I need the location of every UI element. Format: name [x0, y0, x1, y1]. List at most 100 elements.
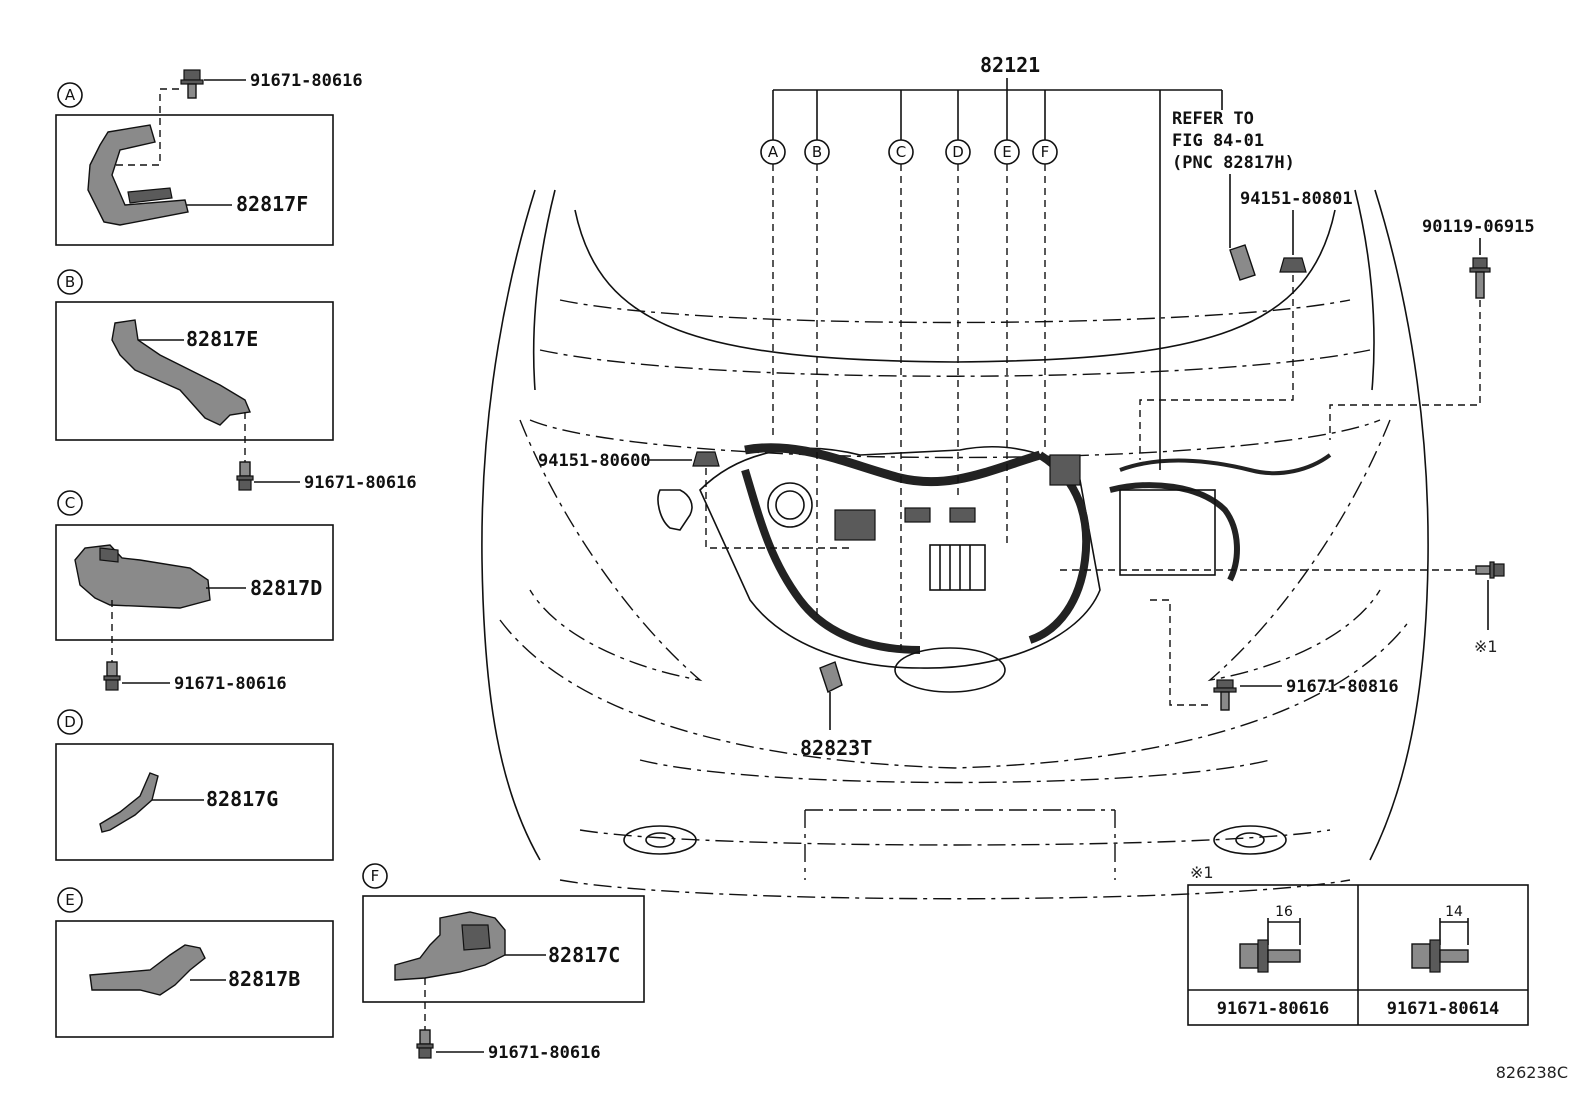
- bolt-lower-label: 91671-80816: [1286, 677, 1399, 697]
- right-headlamp: [1207, 419, 1391, 682]
- bolt-label-f: 91671-80616: [488, 1043, 601, 1063]
- part-label-82817e: 82817E: [186, 327, 258, 351]
- right-fog-lamp-inner: [1235, 832, 1265, 848]
- clip-right-group: 94151-80801: [1139, 189, 1353, 460]
- part-label-82817f: 82817F: [236, 192, 308, 216]
- tree-letter-c: C: [896, 143, 906, 161]
- harness-battery-lead: [1119, 453, 1332, 476]
- oil-filter: [894, 647, 1006, 693]
- harness-main-trunk: [744, 443, 1042, 487]
- harness-left-branch: [741, 468, 921, 654]
- grille-opening: [804, 809, 1116, 880]
- callout-circle-c: [57, 490, 83, 516]
- bolt-label-c: 91671-80616: [174, 674, 287, 694]
- panel-f: F 82817C 91671-80616: [362, 863, 645, 1063]
- callout-circle-a: [57, 82, 83, 108]
- right-fender-line: [1369, 189, 1429, 861]
- refer-note: REFER TO FIG 84-01 (PNC 82817H): [1172, 109, 1295, 248]
- clip-icon: [692, 451, 720, 467]
- callout-circle-b: [57, 269, 83, 295]
- refer-note-line-1: REFER TO: [1172, 109, 1254, 129]
- relay-block: [1049, 454, 1081, 486]
- panel-c: C 82817D 91671-80616: [55, 490, 334, 694]
- note-part-2: 91671-80614: [1387, 999, 1500, 1019]
- panel-e: E 82817B: [55, 887, 334, 1038]
- bolt-label-b: 91671-80616: [304, 473, 417, 493]
- tree-letter-e: E: [1002, 143, 1011, 161]
- dimension-16: 16: [1275, 904, 1293, 920]
- throttle-body: [767, 482, 813, 528]
- callout-circle-e: [57, 887, 83, 913]
- refer-note-line-3: (PNC 82817H): [1172, 153, 1295, 173]
- part-label-82817d: 82817D: [250, 576, 322, 600]
- bracket-82817h-shape: [1229, 244, 1256, 281]
- bumper-upper-line: [499, 619, 1411, 769]
- clip-left-label: 94151-80600: [538, 451, 651, 471]
- bracket-82817d-shape: [74, 544, 211, 609]
- bolt-icon: [1239, 939, 1301, 973]
- refer-note-line-2: FIG 84-01: [1172, 131, 1264, 151]
- alternator-pulley: [929, 544, 986, 591]
- callout-letter-c: C: [65, 494, 75, 512]
- bracket-82817f-detail: [127, 187, 173, 204]
- part-label-82817c: 82817C: [548, 943, 620, 967]
- clip-icon: [1279, 257, 1307, 273]
- panel-b-box: [55, 301, 334, 441]
- hood-rear-line: [559, 299, 1351, 324]
- throttle-body-inner: [775, 490, 805, 520]
- bolt-right-group: 90119-06915: [1329, 217, 1535, 440]
- main-part-label: 82121: [980, 53, 1040, 77]
- cowl-line: [574, 209, 1336, 363]
- hood-mid-line: [539, 349, 1371, 377]
- bolt-icon: [1475, 561, 1505, 579]
- bolt-icon: [236, 461, 254, 491]
- bolt-icon: [103, 661, 121, 691]
- bolt-lower-group: 91671-80816: [1150, 599, 1399, 711]
- bumper-lower-line: [579, 829, 1331, 846]
- part-label-82817b: 82817B: [228, 967, 300, 991]
- bracket-82817d-detail: [99, 547, 119, 563]
- vehicle-outline: [481, 189, 1429, 900]
- figure-code: 826238C: [1496, 1063, 1568, 1082]
- protector-group: 82823T: [800, 692, 872, 760]
- harness-fuse-lead: [1109, 482, 1240, 582]
- right-fog-lamp: [1213, 825, 1287, 855]
- engine-harness: [657, 244, 1332, 693]
- note-part-1: 91671-80616: [1217, 999, 1330, 1019]
- bracket-82817b-shape: [89, 944, 206, 996]
- bolt-icon: [180, 69, 204, 99]
- connector-small-2: [949, 507, 976, 523]
- bracket-82817g-shape: [99, 772, 159, 833]
- callout-letter-a: A: [65, 86, 76, 104]
- clip-right-label: 94151-80801: [1240, 189, 1353, 209]
- bolt-icon: [416, 1029, 434, 1059]
- connector-block: [834, 509, 876, 541]
- right-inner-pillar: [1354, 189, 1375, 391]
- panel-c-box: [55, 524, 334, 641]
- bracket-82817f-shape: [87, 124, 189, 226]
- tree-letter-d: D: [952, 143, 964, 161]
- bracket-82817c-detail: [461, 924, 491, 951]
- battery-box: [1119, 489, 1216, 576]
- left-fog-lamp-inner: [645, 832, 675, 848]
- bolt-label-a: 91671-80616: [250, 71, 363, 91]
- panel-d-box: [55, 743, 334, 861]
- connector-small-1: [904, 507, 931, 523]
- callout-letter-e: E: [65, 891, 74, 909]
- part-label-82817g: 82817G: [206, 787, 278, 811]
- panel-e-box: [55, 920, 334, 1038]
- panel-a-box: [55, 114, 334, 246]
- protector-82823t-shape: [819, 661, 843, 693]
- tree-letter-f: F: [1041, 143, 1050, 161]
- reservoir-cap: [657, 489, 693, 531]
- note-table-mark: ※1: [1190, 863, 1214, 882]
- bolt-icon: [1213, 679, 1237, 711]
- protector-label: 82823T: [800, 736, 872, 760]
- dimension-14: 14: [1445, 904, 1463, 920]
- tree-letter-a: A: [768, 143, 779, 161]
- left-fog-lamp: [623, 825, 697, 855]
- clip-left-group: 94151-80600: [538, 451, 850, 549]
- callout-circle-f: [362, 863, 388, 889]
